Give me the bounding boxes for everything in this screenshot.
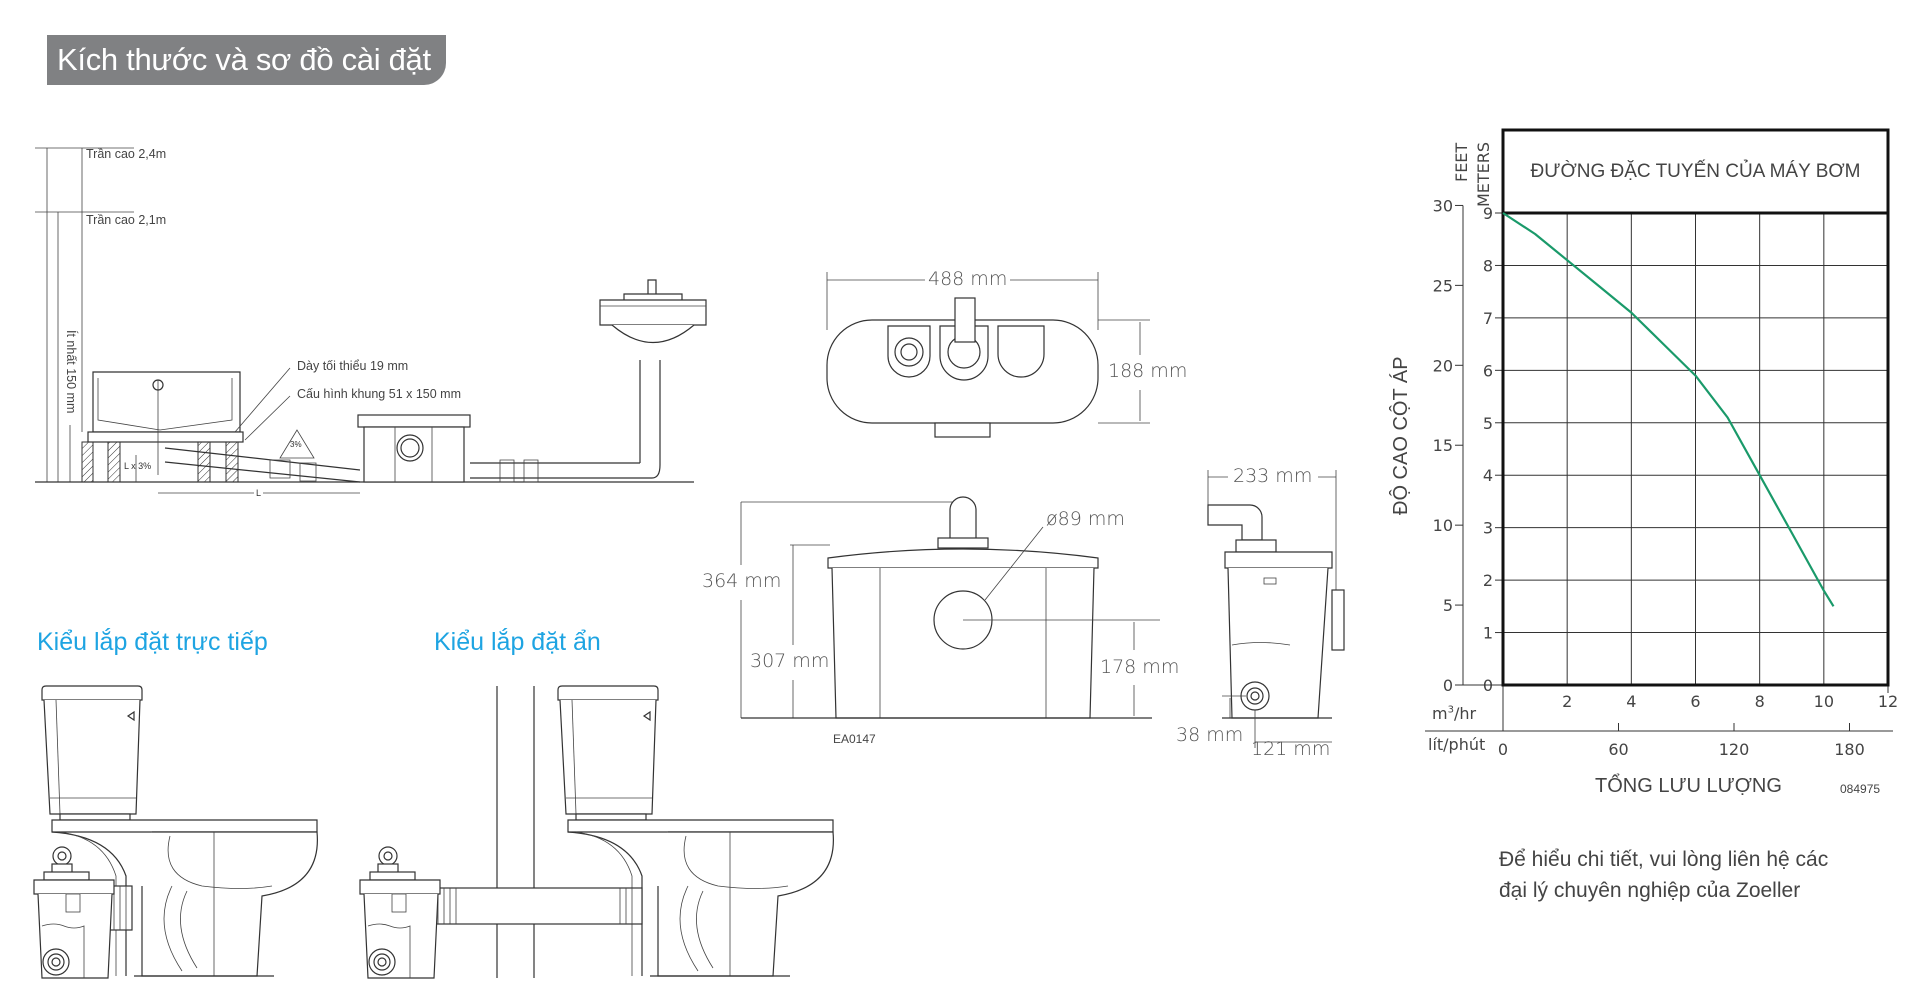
x2-tick-label: 120 <box>1719 740 1750 759</box>
x2-tick-label: 0 <box>1498 740 1508 759</box>
ceiling-24-label: Trần cao 2,4m <box>86 147 167 161</box>
x2-unit-label: lít/phút <box>1428 735 1486 754</box>
dim-side-inlet-height: 38 mm <box>1176 724 1244 746</box>
direct-install-illustration <box>33 685 318 979</box>
chart-title: ĐƯỜNG ĐẶC TUYẾN CỦA MÁY BƠM <box>1530 160 1861 182</box>
model-code: EA0147 <box>833 732 876 746</box>
chart-code: 084975 <box>1840 782 1881 796</box>
min-thickness-label: Dày tối thiểu 19 mm <box>297 359 409 373</box>
pump-top-view <box>826 272 1150 438</box>
y-tick-label: 1 <box>1483 624 1493 643</box>
dim-height-total: 364 mm <box>702 570 782 592</box>
x-unit-sup: 3 <box>1447 704 1454 716</box>
dim-width-top: 488 mm <box>928 268 1008 290</box>
hidden-install-heading: Kiểu lắp đặt ẩn <box>434 628 601 656</box>
chart-frame <box>1501 128 1890 687</box>
dim-height-body: 307 mm <box>750 650 830 672</box>
x-unit-label: m3/hr <box>1432 704 1476 723</box>
x-unit-tail: /hr <box>1453 704 1477 723</box>
section-title-banner: Kích thước và sơ đồ cài đặt <box>47 35 446 85</box>
y2-tick-label: 10 <box>1433 516 1453 535</box>
series-line-pump-curve <box>1502 212 1835 607</box>
note-line-2: đại lý chuyên nghiệp của Zoeller <box>1499 879 1801 902</box>
x-tick-label: 4 <box>1626 692 1636 711</box>
frame-config-label: Cấu hình khung 51 x 150 mm <box>297 387 461 401</box>
dim-inlet-diameter: ø89 mm <box>1046 508 1125 530</box>
slope-label: L x 3% <box>124 461 152 471</box>
y2-tick-label: 15 <box>1433 436 1453 455</box>
y-tick-label: 6 <box>1483 361 1493 380</box>
x2-tick-label: 60 <box>1608 740 1628 759</box>
dim-depth-top: 188 mm <box>1108 360 1188 382</box>
pump-front-view <box>740 496 1160 719</box>
installation-diagram <box>35 147 707 494</box>
y2-tick-label: 25 <box>1433 276 1453 295</box>
x-tick-label: 2 <box>1562 692 1572 711</box>
hidden-install-illustration <box>359 685 834 979</box>
x-tick-label: 12 <box>1878 692 1898 711</box>
y2-tick-label: 20 <box>1433 356 1453 375</box>
x-axis-title: TỔNG LƯU LƯỢNG <box>1595 775 1782 797</box>
x2-tick-label: 180 <box>1834 740 1865 759</box>
direct-install-heading: Kiểu lắp đặt trực tiếp <box>37 628 268 656</box>
y-tick-label: 3 <box>1483 519 1493 538</box>
y-tick-label: 2 <box>1483 571 1493 590</box>
section-title: Kích thước và sơ đồ cài đặt <box>57 42 431 77</box>
y-tick-label: 5 <box>1483 414 1493 433</box>
dim-side-depth: 233 mm <box>1233 465 1313 487</box>
y2-tick-label: 0 <box>1443 676 1453 695</box>
pump-side-view <box>1207 470 1345 748</box>
y-tick-label: 7 <box>1483 309 1493 328</box>
note-line-1: Để hiểu chi tiết, vui lòng liên hệ các <box>1499 848 1829 871</box>
y-tick-label: 8 <box>1483 256 1493 275</box>
dim-side-inlet-offset: 121 mm <box>1251 738 1331 760</box>
dim-inlet-height: 178 mm <box>1100 656 1180 678</box>
x-tick-label: 6 <box>1690 692 1700 711</box>
slope-badge: 3% <box>290 440 302 449</box>
x-tick-label: 10 <box>1814 692 1834 711</box>
y-tick-label: 9 <box>1483 204 1493 223</box>
length-label: L <box>254 488 264 498</box>
y2-tick-label: 30 <box>1433 196 1453 215</box>
x-unit-base: m <box>1432 704 1448 723</box>
y2-tick-label: 5 <box>1443 596 1453 615</box>
x-tick-label: 8 <box>1755 692 1765 711</box>
ceiling-21-label: Trần cao 2,1m <box>86 213 167 227</box>
y-tick-label: 4 <box>1483 466 1493 485</box>
